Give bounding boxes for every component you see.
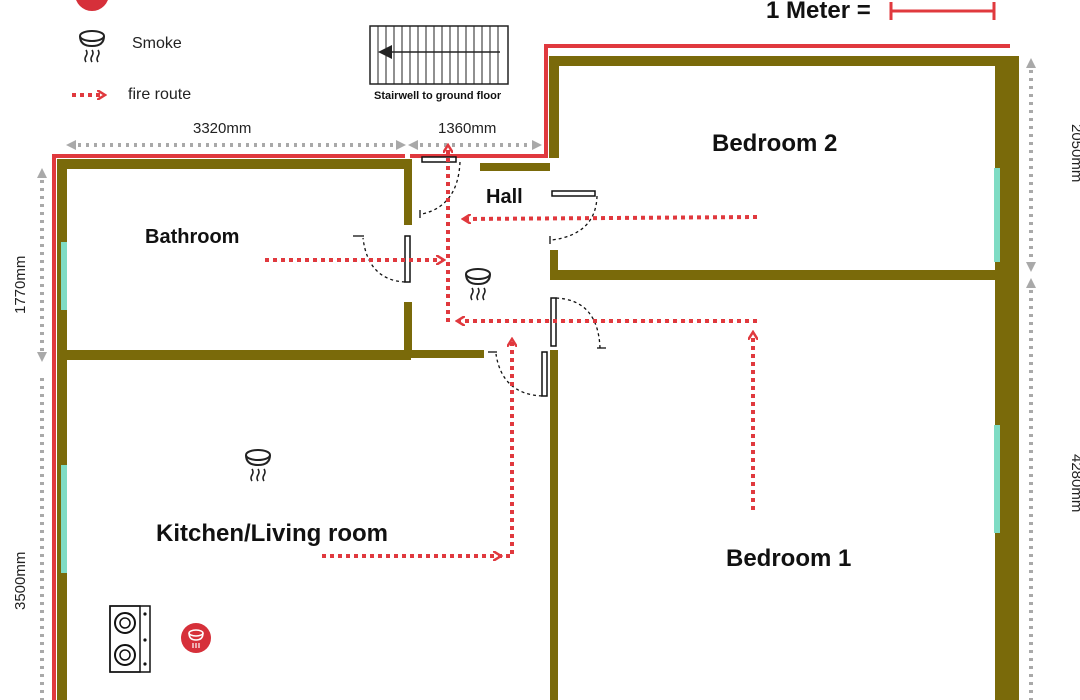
dim-right-bottom: 4280mm <box>1068 454 1080 512</box>
smoke-detector-icon <box>245 449 271 482</box>
legend: Smoke fire route <box>72 0 191 103</box>
room-label-hall: Hall <box>486 186 523 208</box>
room-label-bedroom1: Bedroom 1 <box>726 545 851 572</box>
exterior-red-outline <box>52 44 1010 700</box>
stove-icon <box>109 605 151 673</box>
scale-label: 1 Meter = <box>766 0 871 24</box>
dim-left-top: 1770mm <box>12 256 29 314</box>
door-stops <box>353 210 606 353</box>
legend-fire-route-label: fire route <box>128 86 191 103</box>
walls <box>57 56 1019 700</box>
stairwell-label: Stairwell to ground floor <box>374 90 502 102</box>
smoke-detector-icon <box>79 30 105 63</box>
door-swings <box>362 161 601 397</box>
windows <box>61 168 1000 573</box>
dim-top-left: 3320mm <box>193 120 251 137</box>
fire-routes <box>265 146 757 556</box>
legend-smoke-label: Smoke <box>132 35 182 52</box>
room-label-bedroom2: Bedroom 2 <box>712 130 837 157</box>
scale-bar: 1 Meter = <box>766 0 996 24</box>
stairs-icon <box>369 25 509 85</box>
smoke-detector-icon <box>465 268 491 301</box>
room-label-bathroom: Bathroom <box>145 226 239 248</box>
dimension-lines <box>37 58 1036 700</box>
dim-right-top: 2050mm <box>1068 124 1080 182</box>
fire-extinguisher-icon <box>181 623 211 653</box>
dim-left-bottom: 3500mm <box>12 552 29 610</box>
room-label-kitchen: Kitchen/Living room <box>156 520 388 547</box>
dim-top-hall: 1360mm <box>438 120 496 137</box>
fire-extinguisher-icon <box>76 0 108 11</box>
